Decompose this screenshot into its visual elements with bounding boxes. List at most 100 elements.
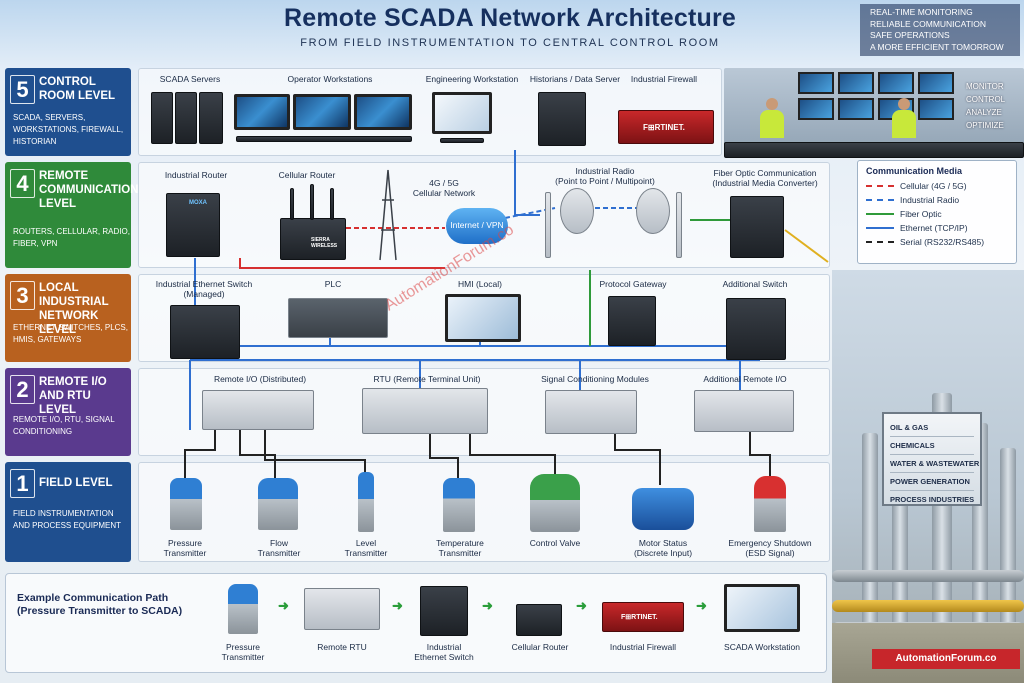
signal-conditioning-label: Signal Conditioning Modules [541,374,649,384]
page-subtitle: FROM FIELD INSTRUMENTATION TO CENTRAL CO… [300,37,720,49]
industry-item: CHEMICALS [890,437,974,455]
field-device-label: Emergency Shutdown (ESD Signal) [722,538,818,558]
industrial-radio-line: (Point to Point / Multipoint) [555,176,655,186]
historian-server [538,92,586,146]
additional-switch [726,298,786,360]
example-path-title-line: Example Communication Path [17,592,169,604]
additional-remote-io-label: Additional Remote I/O [703,374,787,384]
path-step-label: Remote RTU [317,642,367,652]
sky-background [0,0,1024,70]
radio-dish [636,188,670,234]
path-arrow-icon: ➜ [392,598,403,613]
operator-monitor [354,94,412,130]
level-3-label: 3 LOCAL INDUSTRIAL NETWORK LEVEL ETHERNE… [5,274,131,362]
level-description: SCADA, SERVERS, WORKSTATIONS, FIREWALL, … [13,113,124,146]
legend-item: Ethernet (TCP/IP) [866,221,1008,235]
operator-monitor [234,94,290,130]
field-device-label: Control Valve [529,538,581,548]
legend-swatch [866,199,894,201]
level-description: ROUTERS, CELLULAR, RADIO, FIBER, VPN [13,227,130,248]
radio-dish [560,188,594,234]
path-remote-rtu [304,588,380,630]
tagline-line: REAL-TIME MONITORING [870,7,973,17]
industries-sign: OIL & GAS CHEMICALS WATER & WASTEWATER P… [882,412,982,506]
path-arrow-icon: ➜ [482,598,493,613]
field-device-line: Transmitter [344,548,388,558]
scada-servers-rack [175,92,197,144]
field-device-label: Motor Status (Discrete Input) [626,538,700,558]
path-step-line: Pressure [225,642,260,652]
legend-swatch [866,241,894,243]
internet-vpn-cloud: Internet / VPN [446,208,508,244]
field-device-label: Pressure Transmitter [150,538,220,558]
control-room-words: MONITOR CONTROL ANALYZE OPTIMIZE [966,80,1005,132]
field-device-line: Temperature [436,538,484,548]
firewall-label: Industrial Firewall [630,74,698,84]
level-description: REMOTE I/O, RTU, SIGNAL CONDITIONING [13,415,115,436]
word-optimize: OPTIMIZE [966,121,1004,130]
control-room-scene [724,68,1024,158]
example-path-title-line: (Pressure Transmitter to SCADA) [17,605,183,617]
path-firewall-brand: F⊞RTINET. [621,614,658,621]
word-monitor: MONITOR [966,82,1004,91]
legend-item: Fiber Optic [866,207,1008,221]
legend-item: Serial (RS232/RS485) [866,235,1008,249]
plc-rack [288,298,388,338]
antenna [310,184,314,220]
communication-media-legend: Communication Media Cellular (4G / 5G) I… [857,160,1017,264]
hmi-panel [445,294,521,342]
plc-label: PLC [324,279,342,289]
tagline-box: REAL-TIME MONITORING RELIABLE COMMUNICAT… [860,4,1020,56]
field-device-line: (Discrete Input) [633,548,693,558]
path-cellular-router [516,604,562,636]
legend-label: Cellular (4G / 5G) [900,181,967,191]
protocol-gateway-label: Protocol Gateway [599,279,667,289]
ethernet-switch-label: Industrial Ethernet Switch (Managed) [148,279,260,299]
path-step-label: Industrial Ethernet Switch [404,642,484,662]
hmi-label: HMI (Local) [458,279,502,289]
path-step-line: Transmitter [221,652,265,662]
field-device-line: Transmitter [163,548,207,558]
level-name: REMOTE I/O AND RTU LEVEL [39,376,107,416]
fiber-label: Fiber Optic Communication (Industrial Me… [702,168,828,188]
level-number: 4 [10,169,35,198]
field-device-line: Emergency Shutdown [728,538,812,548]
legend-title: Communication Media [866,166,963,176]
operator-desk [236,136,412,142]
path-arrow-icon: ➜ [576,598,587,613]
field-device-label: Temperature Transmitter [424,538,496,558]
legend-swatch [866,185,894,187]
fiber-line: (Industrial Media Converter) [712,178,818,188]
legend-label: Fiber Optic [900,209,942,219]
level-number: 2 [10,375,35,404]
industrial-radio-line: Industrial Radio [575,166,635,176]
level-name: FIELD LEVEL [39,477,113,489]
additional-switch-label: Additional Switch [722,279,788,289]
field-device-line: Level [355,538,377,548]
remote-io-label: Remote I/O (Distributed) [213,374,307,384]
motor [632,488,694,530]
industry-item: OIL & GAS [890,419,974,437]
operator-workstations-label: Operator Workstations [287,74,373,84]
field-device-line: (ESD Signal) [745,548,795,558]
cellular-router-label: Cellular Router [278,170,336,180]
path-step-label: Industrial Firewall [609,642,677,652]
footer-brand[interactable]: AutomationForum.co [872,649,1020,669]
firewall-brand: F⊞RTINET. [643,123,685,132]
media-converter [730,196,784,258]
rtu-unit [362,388,488,434]
protocol-gateway [608,296,656,346]
operator-monitor [293,94,351,130]
path-step-label: Cellular Router [511,642,569,652]
scada-servers-rack [151,92,173,144]
path-step-label: Pressure Transmitter [208,642,278,662]
path-ethernet-switch [420,586,468,636]
fiber-line: Fiber Optic Communication [713,168,817,178]
level-2-label: 2 REMOTE I/O AND RTU LEVEL REMOTE I/O, R… [5,368,131,456]
word-analyze: ANALYZE [966,108,1002,117]
flow-transmitter [258,478,298,530]
antenna [330,188,334,220]
level-transmitter [358,472,374,532]
path-pressure-transmitter [228,584,258,634]
cellular-router: SIERRA WIRELESS [280,218,346,260]
